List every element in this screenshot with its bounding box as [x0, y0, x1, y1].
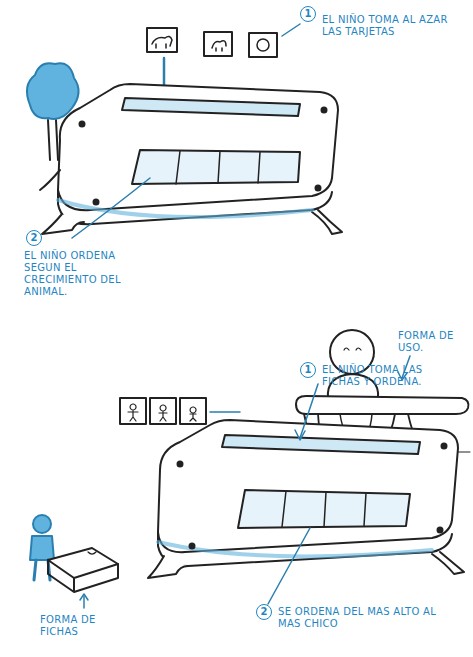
token-box [48, 548, 118, 608]
annotation-text: EL NIÑO ORDENA SEGUN EL CRECIMIENTO DEL … [24, 250, 128, 298]
sorting-tray [148, 420, 464, 578]
child-figure [30, 515, 54, 580]
annotation-text: SE ORDENA DEL MAS ALTO AL MAS CHICO [278, 606, 448, 630]
figure-cards [120, 398, 206, 424]
animal-cards [147, 28, 277, 57]
callout-number: 1 [300, 362, 316, 378]
callout-number: 2 [256, 604, 272, 620]
annotation-text: EL NIÑO TOMA LAS FICHAS Y ORDENA. [322, 364, 462, 388]
annotation-text: FORMA DE USO. [398, 330, 468, 354]
annotation-text: EL NIÑO TOMA AL AZAR LAS TARJETAS [322, 14, 462, 38]
annotation-text: FORMA DE FICHAS [40, 614, 130, 638]
callout-number: 2 [26, 230, 42, 246]
sorting-tray [40, 84, 342, 234]
callout-number: 1 [300, 6, 316, 22]
